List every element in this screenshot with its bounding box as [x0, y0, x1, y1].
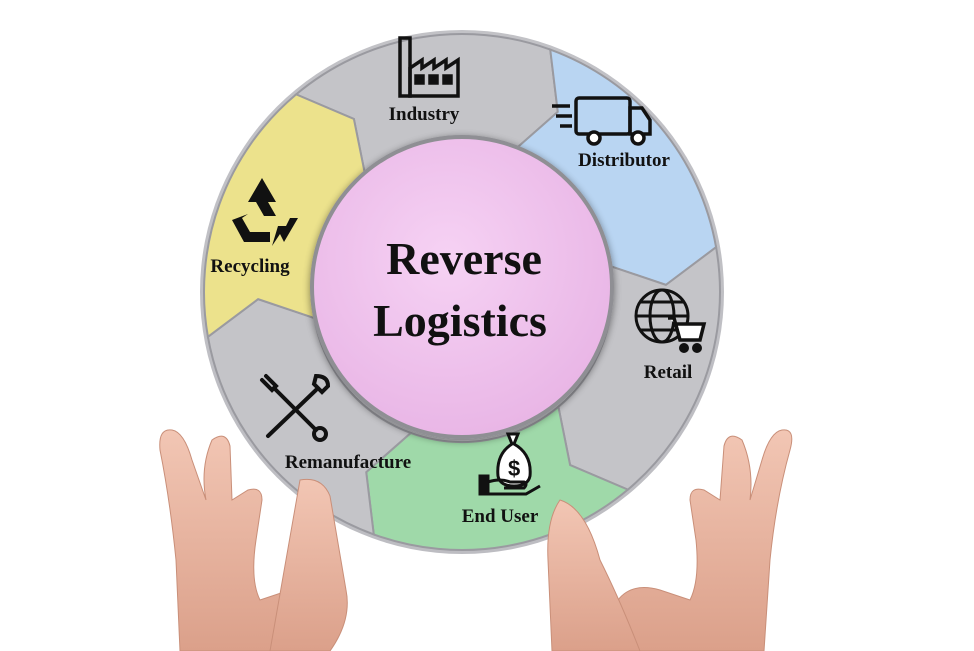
delivery-truck-icon: [552, 96, 652, 146]
right-hand: [547, 429, 793, 651]
wrench-screwdriver-icon: [260, 373, 331, 442]
segment-label-industry: Industry: [389, 104, 460, 125]
center-title-line1: Reverse: [386, 233, 542, 284]
segment-label-end-user: End User: [462, 506, 539, 527]
segment-label-retail: Retail: [644, 362, 693, 383]
factory-icon: [398, 36, 460, 98]
center-title-line2: Logistics: [373, 295, 547, 346]
segment-label-remanufacture: Remanufacture: [285, 452, 411, 473]
segment-label-recycling: Recycling: [210, 256, 290, 277]
recycle-icon: [232, 178, 298, 246]
money-bag-hand-icon: $: [478, 432, 541, 496]
center-disc: [310, 135, 614, 439]
left-hand: [159, 429, 348, 651]
segment-label-distributor: Distributor: [578, 150, 670, 171]
globe-cart-icon: [634, 288, 707, 353]
svg-text:$: $: [508, 456, 520, 481]
